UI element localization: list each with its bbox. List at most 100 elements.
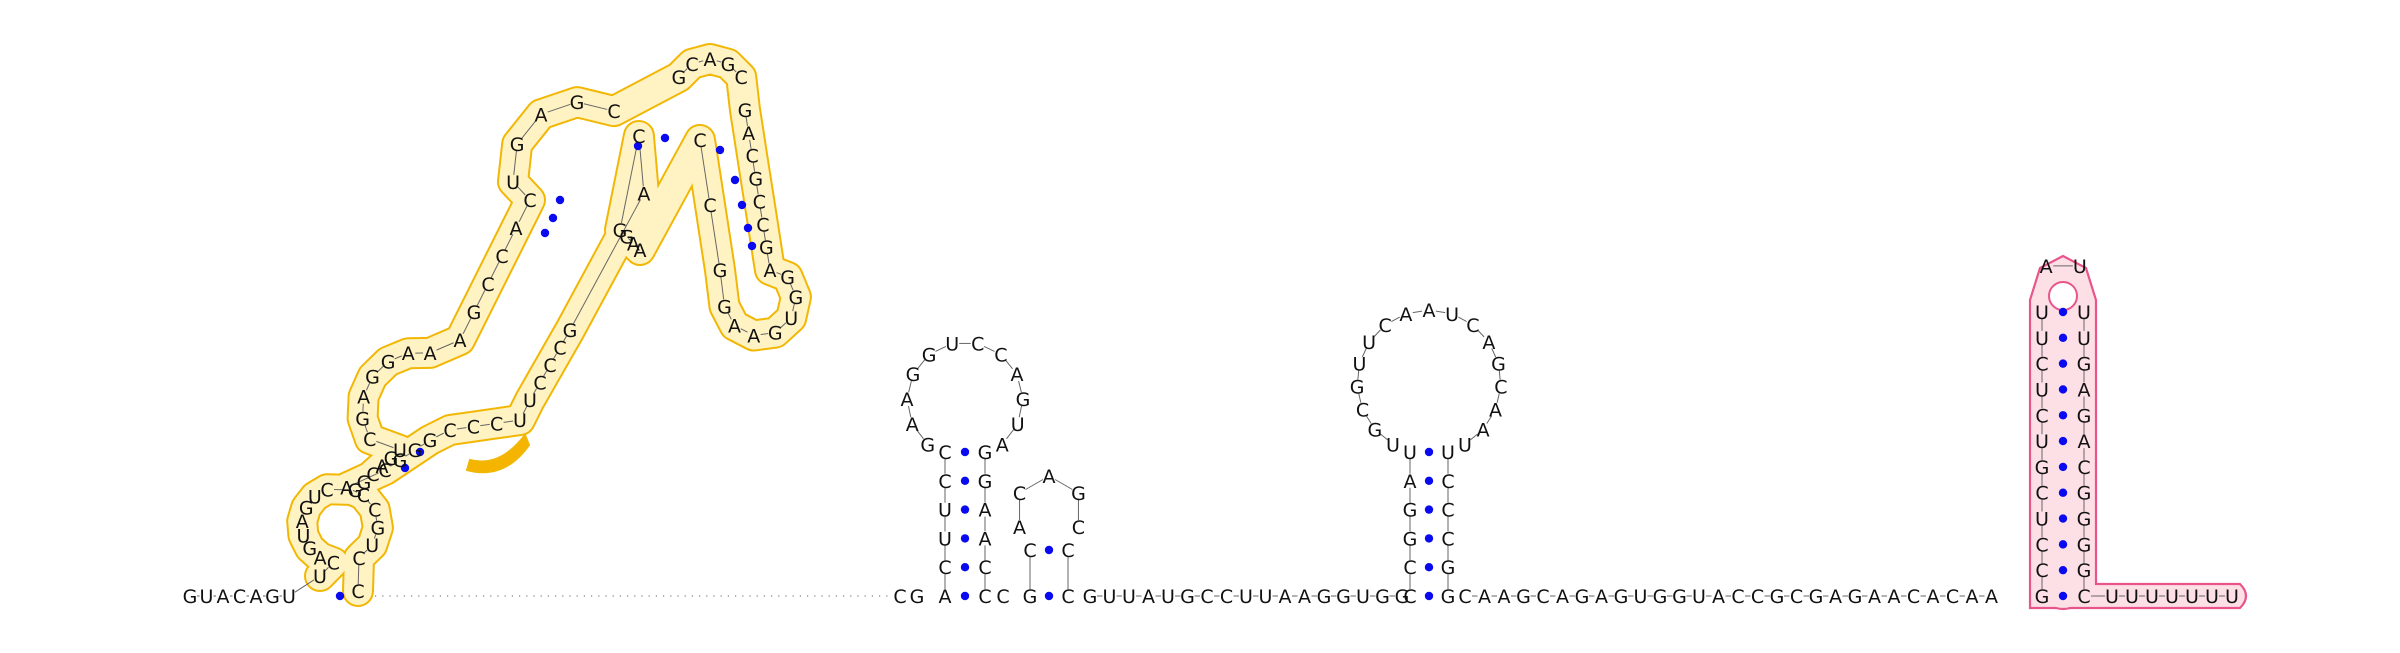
backbone-bond [639, 142, 644, 187]
linker1-nt: G [1375, 586, 1390, 608]
backbone-nt: C [893, 586, 906, 608]
base-pair-dot [1044, 591, 1054, 601]
backbone-bond [394, 452, 397, 456]
linker1-nt: U [1356, 586, 1370, 608]
backbone-bond [935, 345, 947, 352]
hairpin1-nt: A [402, 343, 415, 365]
hairpin4-loop-nt: A [1423, 300, 1436, 322]
base-pair-dot [2058, 333, 2068, 343]
hairpin2-stem-nt: C [978, 557, 991, 579]
hairpin1-nt: C [357, 485, 370, 507]
hairpin1-nt: A [510, 218, 523, 240]
base-pair-dot [1044, 545, 1054, 555]
backbone-bond [752, 162, 756, 172]
hairpin3-stem-nt: G [1023, 586, 1038, 608]
base-pair-dot [335, 591, 345, 601]
backbone-bond [390, 463, 395, 467]
linker1-nt: A [1298, 586, 1311, 608]
hairpin1-nt: C [533, 373, 546, 395]
hairpin5-stem-nt: U [2035, 302, 2049, 324]
hairpin1-nt: G [510, 134, 525, 156]
linker1-nt: A [1279, 586, 1292, 608]
hairpin5-stem-nt: G [2077, 534, 2092, 556]
linker2-nt: C [1790, 586, 1803, 608]
hairpin1-arm-nt: G [738, 100, 753, 122]
hairpin1-arm-nt: A [747, 325, 760, 347]
hairpin3-stem-nt: C [1023, 540, 1036, 562]
hairpin1-nt: C [366, 464, 379, 486]
backbone-bond [1358, 393, 1362, 403]
backbone-bond [352, 489, 358, 493]
hairpin2-loop-nt: G [1016, 389, 1031, 411]
linker2-nt: C [1907, 586, 1920, 608]
hairpin5-stem-nt: G [2077, 354, 2092, 376]
backbone-bond [759, 208, 763, 218]
linker2-nt: U [1634, 586, 1648, 608]
hairpin1-nt: G [619, 227, 634, 249]
hairpin2-stem-nt: U [938, 500, 952, 522]
hairpin1-nt: G [299, 498, 314, 520]
backbone-bond [1025, 479, 1044, 490]
backbone-bond [352, 472, 379, 486]
hairpin2-stem-nt: C [938, 442, 951, 464]
linker2-nt: A [1712, 586, 1725, 608]
hairpin3-stem-nt: C [1061, 540, 1074, 562]
base-pair-dots [335, 133, 2068, 601]
backbone-left-nt: G [183, 586, 198, 608]
backbone-left-nt: G [265, 586, 280, 608]
backbone-bond [767, 253, 770, 264]
backbone-bond [376, 440, 394, 449]
hairpin1-nt: C [467, 417, 480, 439]
backbone-bond [436, 342, 454, 351]
backbone-bond [1458, 316, 1467, 323]
base-pair-dot [1424, 534, 1434, 543]
base-pair-dot [2058, 385, 2068, 394]
linker2-nt: U [1692, 586, 1706, 608]
tail-nt: U [2125, 586, 2139, 608]
hairpin2-stem-nt: A [979, 528, 992, 550]
backbone-bond [620, 142, 639, 224]
hairpin4-loop-nt: C [1494, 377, 1507, 399]
base-pair-dot [960, 563, 970, 572]
hairpin4-loop-nt: G [1350, 377, 1365, 399]
hairpin4-loop-nt: U [1352, 353, 1366, 375]
hairpin2-loop-nt: A [906, 414, 919, 436]
hairpin1-nt: A [340, 478, 353, 500]
hairpin5-loop-nt: A [2040, 256, 2053, 278]
backbone-bond [405, 453, 410, 457]
backbone-left-nt: A [250, 586, 263, 608]
hairpin1-nt: A [454, 330, 467, 352]
hairpin4-stem-nt: U [1441, 442, 1455, 464]
tail-nt: U [2185, 586, 2199, 608]
hairpin4-stem-nt: G [1441, 586, 1456, 608]
backbone-bond [727, 312, 732, 320]
backbone-bond [1357, 370, 1360, 380]
linker1-nt: A [1142, 586, 1155, 608]
backbone-bond [716, 60, 722, 63]
backbone-bond [513, 150, 517, 175]
backbone-bond [517, 186, 526, 196]
backbone-bond [760, 333, 769, 336]
hairpin4-loop-nt: C [1356, 400, 1369, 422]
hairpin1-nt: U [308, 487, 322, 509]
hairpin5-stem-nt: C [2077, 457, 2090, 479]
hairpin1-loop-nt: G [721, 54, 736, 76]
linker2-nt: A [1498, 586, 1511, 608]
backbone-bond [983, 345, 995, 352]
backbone-bond [1477, 329, 1485, 338]
backbone-bond [621, 231, 626, 236]
linker2-nt: G [1848, 586, 1863, 608]
hairpin2-loop-nt: A [1010, 364, 1023, 386]
hairpin1-arm-nt: G [768, 323, 783, 345]
base-pair-dot [400, 463, 410, 473]
base-pair-dot [737, 200, 747, 210]
backbone-nt: G [910, 586, 925, 608]
backbone-bond [628, 238, 632, 242]
backbone-bond [377, 366, 384, 373]
linker2-nt: C [1946, 586, 1959, 608]
base-pair-dot [2058, 307, 2068, 317]
hairpin1-arm-nt: A [742, 123, 755, 145]
backbone-bond [1365, 415, 1372, 424]
linker2-nt: A [1927, 586, 1940, 608]
hairpin1-nt: G [467, 302, 482, 324]
